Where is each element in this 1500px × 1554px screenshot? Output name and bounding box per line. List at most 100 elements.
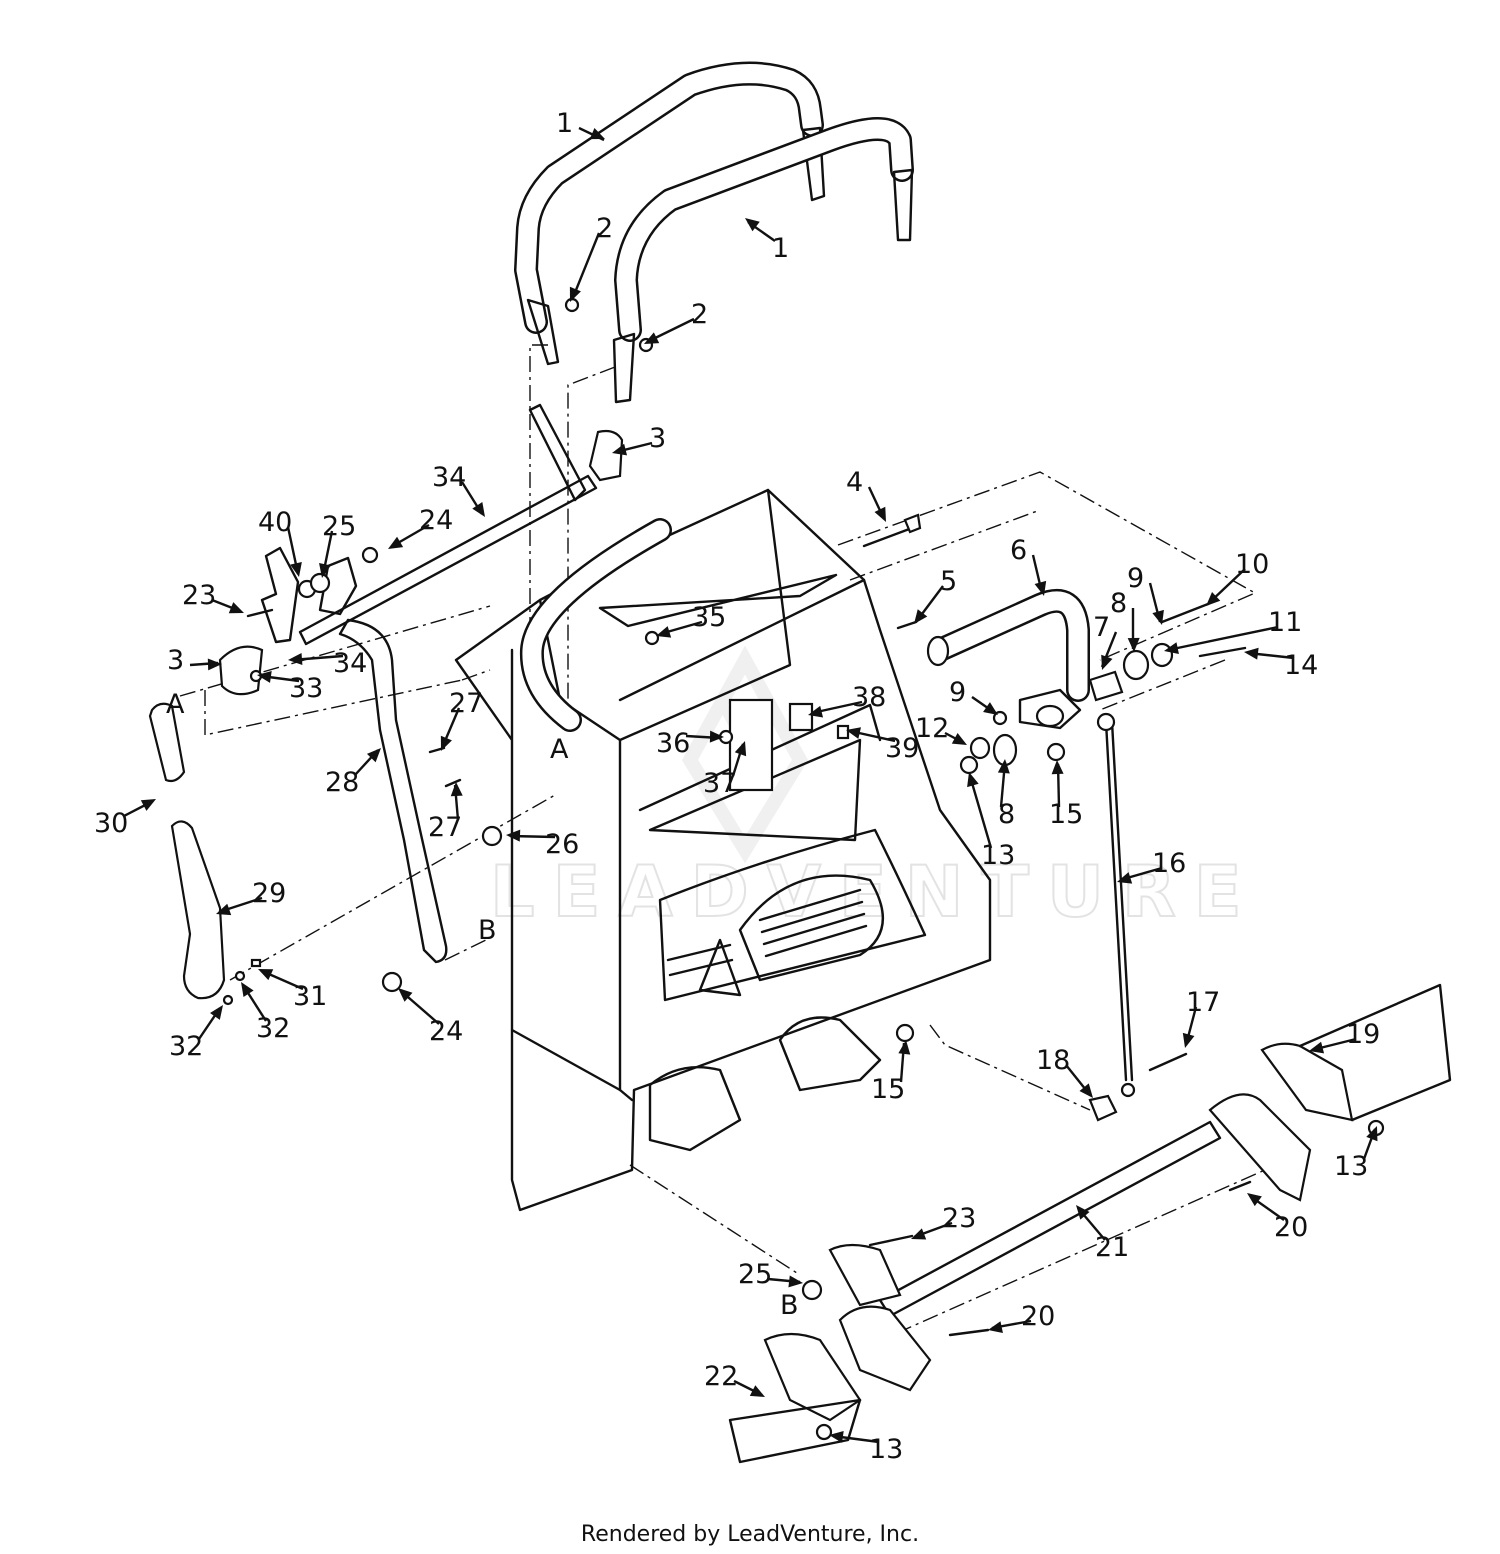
callout-arrow-c27b xyxy=(450,782,463,797)
callout-label-c31: 31 xyxy=(293,981,327,1012)
callout-label-c23b: 23 xyxy=(942,1203,976,1234)
callout-arrow-c26 xyxy=(506,829,521,842)
callout-arrow-c3a xyxy=(612,443,628,456)
callout-arrow-c13a xyxy=(967,772,979,788)
callout-label-c22: 22 xyxy=(704,1361,738,1392)
cooling-fins xyxy=(666,888,868,977)
callout-label-c8b: 8 xyxy=(998,799,1015,830)
callout-labels: 1122334567889910111213131314151516171819… xyxy=(94,108,1380,1465)
callout-arrow-c13b xyxy=(1366,1126,1378,1142)
callout-arrow-c34a xyxy=(472,502,485,517)
callout-arrow-c15a xyxy=(1051,760,1064,775)
callout-leaders xyxy=(123,126,1378,1444)
callout-arrow-c16 xyxy=(1117,872,1133,884)
callout-arrow-c25a xyxy=(319,563,331,578)
callout-arrow-c22 xyxy=(749,1385,765,1397)
callout-label-c20a: 20 xyxy=(1274,1212,1308,1243)
callout-arrow-c36 xyxy=(709,730,724,743)
callout-label-c24a: 24 xyxy=(419,505,453,536)
callout-label-c1b: 1 xyxy=(772,233,789,264)
callout-label-c38: 38 xyxy=(852,682,886,713)
console-grip xyxy=(519,518,838,732)
foot-pedal-assembly xyxy=(728,983,1452,1464)
callout-arrow-c1a xyxy=(589,128,605,140)
reference-letter-refA2: A xyxy=(550,734,569,765)
callout-arrow-c38 xyxy=(808,705,824,718)
callout-label-c3a: 3 xyxy=(649,423,666,454)
callout-label-c40: 40 xyxy=(258,507,292,538)
callout-arrow-c17 xyxy=(1182,1032,1195,1048)
callout-arrow-c29 xyxy=(216,903,232,916)
callout-label-c2b: 2 xyxy=(691,299,708,330)
callout-arrow-c23b xyxy=(911,1228,927,1240)
callout-label-c5: 5 xyxy=(940,566,957,597)
callout-arrow-c3b xyxy=(207,658,222,671)
callout-label-c32b: 32 xyxy=(169,1031,203,1062)
callout-arrow-c33 xyxy=(257,671,272,683)
callout-label-c29: 29 xyxy=(252,878,286,909)
callout-arrow-c31 xyxy=(258,969,274,981)
callout-leader-c11 xyxy=(1167,625,1279,652)
control-lever xyxy=(148,618,448,1000)
callout-label-c18: 18 xyxy=(1036,1045,1070,1076)
callout-label-c9b: 9 xyxy=(949,677,966,708)
control-rod xyxy=(1088,712,1188,1122)
callout-label-c19: 19 xyxy=(1346,1019,1380,1050)
callout-label-c10: 10 xyxy=(1235,549,1269,580)
left-brackets xyxy=(218,546,379,696)
callout-arrow-c20a xyxy=(1247,1193,1262,1207)
callout-label-c36: 36 xyxy=(656,728,690,759)
callout-arrow-c19 xyxy=(1309,1041,1325,1054)
callout-label-c20b: 20 xyxy=(1021,1301,1055,1332)
reference-letter-refA1: A xyxy=(166,689,185,720)
callout-label-c16: 16 xyxy=(1152,848,1186,879)
callout-label-c35: 35 xyxy=(692,602,726,633)
upper-handle-left xyxy=(514,61,826,366)
callout-label-c26: 26 xyxy=(545,829,579,860)
reference-letter-refB2: B xyxy=(780,1290,799,1321)
callout-label-c14: 14 xyxy=(1284,650,1318,681)
callout-arrow-c9b xyxy=(983,702,998,715)
callout-arrow-c24b xyxy=(398,988,413,1002)
watermark-text: LEADVENTURE xyxy=(490,851,1260,933)
callout-label-c12: 12 xyxy=(915,713,949,744)
callout-arrow-c2a xyxy=(569,286,581,302)
callout-label-c4: 4 xyxy=(846,467,863,498)
callout-label-c13c: 13 xyxy=(869,1434,903,1465)
callout-arrow-c24a xyxy=(388,536,404,549)
callout-label-c9a: 9 xyxy=(1127,563,1144,594)
reference-letter-refB1: B xyxy=(478,915,497,946)
callout-arrow-c14 xyxy=(1244,647,1259,660)
callout-label-c27b: 27 xyxy=(428,812,462,843)
loose-hardware xyxy=(222,297,915,1043)
callout-arrow-c23a xyxy=(228,602,244,614)
shift-shaft xyxy=(298,403,624,646)
callout-arrow-c5 xyxy=(914,609,928,624)
callout-arrow-c13c xyxy=(829,1430,844,1443)
callout-label-c7: 7 xyxy=(1093,612,1110,643)
callout-arrow-c12 xyxy=(951,733,967,745)
callout-label-c28: 28 xyxy=(325,767,359,798)
callout-label-c11: 11 xyxy=(1268,607,1302,638)
callout-arrow-c11 xyxy=(1164,642,1179,654)
callout-label-c15b: 15 xyxy=(871,1074,905,1105)
callout-arrow-c4 xyxy=(874,506,886,522)
callout-arrow-c9a xyxy=(1152,609,1164,625)
callout-arrow-c25b xyxy=(788,1275,803,1288)
callout-arrow-c32a xyxy=(241,982,254,998)
callout-label-c1a: 1 xyxy=(556,108,573,139)
callout-arrow-c39 xyxy=(846,727,861,739)
callout-arrow-c34b xyxy=(288,653,303,665)
callout-label-c39: 39 xyxy=(885,733,919,764)
callout-label-c13b: 13 xyxy=(1334,1151,1368,1182)
callout-leader-c2a xyxy=(570,232,601,301)
callout-arrow-c28 xyxy=(366,748,381,763)
callout-arrow-c20b xyxy=(988,1321,1003,1334)
callout-arrow-c8a xyxy=(1127,637,1140,652)
callout-label-c23a: 23 xyxy=(182,580,216,611)
callout-label-c32a: 32 xyxy=(256,1013,290,1044)
upper-handle-right xyxy=(612,117,914,404)
callout-arrow-c1b xyxy=(745,218,760,232)
callout-label-c13a: 13 xyxy=(981,840,1015,871)
